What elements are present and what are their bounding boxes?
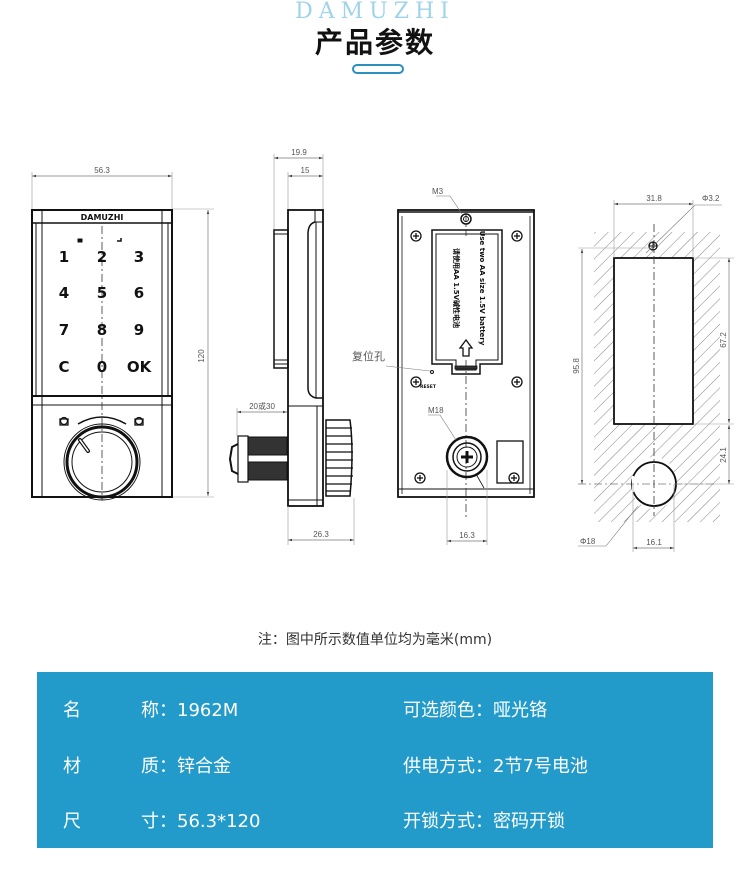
flat-width-dim: 16.1 — [646, 538, 662, 547]
screw-icon — [511, 376, 523, 388]
key-2[interactable]: 2 — [97, 248, 107, 266]
key-6[interactable]: 6 — [134, 284, 144, 302]
spec-model: 称：1962M — [141, 700, 239, 721]
spec-key-char: 材 — [63, 756, 81, 777]
spec-power: 供电方式：2节7号电池 — [403, 756, 588, 777]
key-5[interactable]: 5 — [97, 284, 107, 302]
side-depth-outer-dim: 19.9 — [291, 148, 307, 157]
spec-row: 材 质：锌合金 供电方式：2节7号电池 — [37, 752, 713, 782]
front-view — [31, 172, 214, 501]
unlock-icon — [59, 416, 69, 426]
side-depth-inner-dim: 15 — [301, 166, 310, 175]
key-4[interactable]: 4 — [59, 284, 69, 302]
key-ok[interactable]: OK — [127, 358, 153, 376]
key-0[interactable]: 0 — [97, 358, 107, 376]
battery-text-en: Use two AA size 1.5V battery — [478, 231, 486, 346]
battery-text-cn: 请使用AA 1.5V碱性电池 — [452, 248, 461, 328]
title-underline-pill — [352, 64, 404, 74]
screw-m3-label: M3 — [432, 187, 444, 196]
unit-note: 注：图中所示数值单位均为毫米(mm) — [257, 632, 493, 648]
key-8[interactable]: 8 — [97, 321, 107, 339]
key-7[interactable]: 7 — [59, 321, 69, 339]
cutout-total-height-dim: 95.8 — [572, 358, 581, 374]
key-c[interactable]: C — [58, 358, 69, 376]
key-3[interactable]: 3 — [134, 248, 144, 266]
header: DAMUZHI 产品参数 — [0, 0, 750, 100]
thread-m18-label: M18 — [428, 406, 444, 415]
screw-icon — [414, 472, 426, 484]
screw-icon — [508, 472, 520, 484]
cutout-width-dim: 31.8 — [646, 194, 662, 203]
spec-material: 质：锌合金 — [141, 756, 231, 777]
spec-row: 尺 寸：56.3*120 开锁方式：密码开锁 — [37, 807, 713, 837]
small-hole-dim: Φ3.2 — [702, 194, 720, 203]
reset-small-label: RESET — [420, 384, 437, 390]
technical-drawing: DAMUZHI 56.3 120 1 2 3 4 5 6 7 8 9 C 0 O… — [31, 148, 734, 552]
screw-icon — [410, 376, 422, 388]
cutout-view — [578, 200, 734, 552]
page-title: 产品参数 — [314, 26, 435, 59]
back-view — [385, 195, 535, 545]
spec-row: 名 称：1962M 可选颜色：哑光铬 — [37, 696, 713, 726]
side-view — [228, 154, 355, 545]
cutout-upper-height-dim: 67.2 — [719, 332, 728, 348]
front-width-dim: 56.3 — [94, 166, 110, 175]
cutout-lower-height-dim: 24.1 — [719, 447, 728, 463]
cam-length-dim: 20或30 — [249, 401, 275, 411]
spec-panel: 名 称：1962M 可选颜色：哑光铬 材 质：锌合金 供电方式：2节7号电池 尺… — [37, 672, 713, 848]
front-brand: DAMUZHI — [81, 213, 124, 222]
spec-color: 可选颜色：哑光铬 — [403, 700, 547, 721]
screw-icon — [410, 230, 422, 242]
back-center-dim: 16.3 — [459, 531, 475, 540]
screw-icon — [511, 230, 523, 242]
keypad: 1 2 3 4 5 6 7 8 9 C 0 OK — [58, 248, 152, 376]
key-1[interactable]: 1 — [59, 248, 69, 266]
spec-key-char: 名 — [63, 700, 81, 721]
reset-hole-label: 复位孔 — [352, 349, 385, 363]
lock-icon — [134, 416, 144, 426]
spec-unlock-method: 开锁方式：密码开锁 — [403, 811, 565, 832]
large-hole-dim: Φ18 — [580, 537, 596, 546]
knob-depth-dim: 26.3 — [313, 530, 329, 539]
spec-size: 寸：56.3*120 — [141, 811, 261, 832]
spec-key-char: 尺 — [63, 811, 81, 832]
brand-watermark: DAMUZHI — [295, 0, 455, 24]
key-9[interactable]: 9 — [134, 321, 144, 339]
front-height-dim: 120 — [197, 349, 206, 363]
